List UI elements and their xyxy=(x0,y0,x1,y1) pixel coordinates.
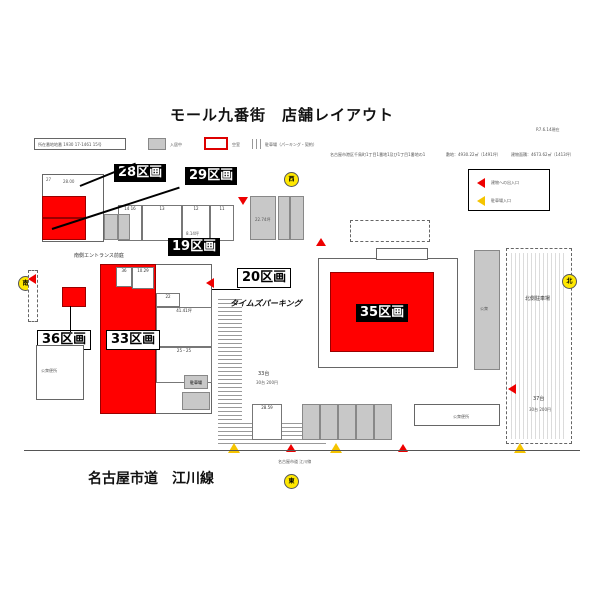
entrance-icon xyxy=(477,178,485,188)
unit-20-pointer xyxy=(210,289,240,290)
compass-west-icon: 西 xyxy=(284,172,299,187)
cell-1029-label: 10.29 xyxy=(137,268,149,273)
cell-28-area: 28.00 xyxy=(63,179,75,184)
area-note-1: 敷地：4930.22㎡（1491坪） xyxy=(446,152,501,157)
cell-block-12: 12 xyxy=(182,205,210,241)
cell-area-4141: 41.41坪 xyxy=(156,307,212,347)
entrance-label: 建物への出入口 xyxy=(491,180,519,185)
parking-33-sub: 30台 200円 xyxy=(256,380,278,385)
cell-14-label: 14 16 xyxy=(124,206,136,211)
unit-33-label: 33区画 xyxy=(106,330,161,350)
entrance-marker-2 xyxy=(316,238,326,246)
north-parking-lot: 北側駐車場 37台 30台 200円 xyxy=(506,248,572,444)
entrance-marker-5 xyxy=(286,444,296,452)
cell-v3 xyxy=(320,404,338,440)
page-title: モール九番街 店舗レイアウト xyxy=(170,106,395,124)
address-note: 名古屋市港区千鳥町1丁目1番地1及び1丁目1番地の1 xyxy=(330,152,426,157)
cell-2525-label: 25・25 xyxy=(176,348,192,353)
parking-37-label: 37台 xyxy=(533,396,545,402)
public-office: 公衆 xyxy=(480,306,488,311)
shop-cell: 駐車場 xyxy=(184,375,208,389)
legend-red-swatch xyxy=(204,137,228,150)
entrance-marker-1 xyxy=(238,197,248,205)
unit-19-label: 19区画 xyxy=(168,238,221,256)
times-parking-label: タイムズパーキング xyxy=(230,299,302,308)
garden-label: 南側エントランス前庭 xyxy=(74,253,124,259)
road-small-label: 名古屋市道 江川線 xyxy=(278,459,312,464)
cell-4141-label: 41.41坪 xyxy=(176,308,192,313)
unit-29-label: 29区画 xyxy=(185,167,238,185)
legend-dark-label: 駐車場（パーキング・契約） xyxy=(265,142,317,147)
north-lot-hatch xyxy=(511,253,567,439)
stair-block xyxy=(350,220,430,242)
shop-label: 駐車場 xyxy=(190,380,202,385)
cell-block-11: 11 xyxy=(210,205,234,241)
compass-north-icon: 北 xyxy=(562,274,577,289)
unit-36 xyxy=(62,287,86,307)
cell-12-label: 12 xyxy=(193,206,199,211)
cell-8-area: 8.14坪 xyxy=(186,231,199,236)
cell-v4 xyxy=(338,404,356,440)
entrance-marker-3 xyxy=(206,278,214,288)
entrance-marker-6 xyxy=(398,444,408,452)
compass-east-icon: 東 xyxy=(284,474,299,489)
cell-bottom-gray xyxy=(182,392,210,410)
road-name: 名古屋市道 江川線 xyxy=(88,471,214,487)
cell-22: 22 xyxy=(156,293,180,307)
cell-v5 xyxy=(356,404,374,440)
cell-36-label: 36 xyxy=(121,268,127,273)
header-info: 所在番地地番 1930 17-1461 15号 xyxy=(38,142,102,147)
east-building: 公衆 xyxy=(474,250,500,370)
west-lower-block: 公衆便所 xyxy=(36,345,84,400)
cell-v1-label: 28.59 xyxy=(261,405,273,410)
unit-28-upper xyxy=(42,196,86,218)
entrance-marker-4 xyxy=(508,384,516,394)
cell-9 xyxy=(104,214,118,240)
entrance-legend-box: 建物への出入口 駐車場入口 xyxy=(468,169,550,211)
area-note-2: 建物面積：4673.62㎡（1413坪） xyxy=(511,152,574,157)
cell-block-13: 13 xyxy=(142,205,182,241)
parking-entrance-label: 駐車場入口 xyxy=(491,198,511,203)
unit-28-label: 28区画 xyxy=(114,164,167,182)
cell-27: 27 xyxy=(46,177,52,182)
cell-11b-block xyxy=(290,196,304,240)
cell-area-1029: 10.29 xyxy=(132,267,154,289)
southeast-block: 公衆便所 xyxy=(414,404,500,426)
cell-13-block: 22.74坪 xyxy=(250,196,276,240)
cell-v6 xyxy=(374,404,392,440)
cell-12a-block xyxy=(278,196,290,240)
legend-red-label: 空室 xyxy=(232,142,240,147)
parking-entrance-marker-3 xyxy=(514,443,526,453)
unit-20-label: 20区画 xyxy=(237,268,292,288)
public-toilet-b: 公衆便所 xyxy=(453,414,469,419)
cell-v1: 28.59 xyxy=(252,404,282,440)
entrance-marker-7 xyxy=(28,274,36,284)
cell-11-label: 11 xyxy=(219,206,225,211)
parking-hatch-left xyxy=(218,298,242,444)
parking-entrance-marker-2 xyxy=(330,443,342,453)
header-info-box: 所在番地地番 1930 17-1461 15号 xyxy=(34,138,126,150)
road-edge xyxy=(24,450,580,451)
public-toilet-a: 公衆便所 xyxy=(41,368,57,373)
cell-13-area: 22.74坪 xyxy=(255,217,271,222)
electrical-room xyxy=(376,248,428,260)
legend-parking-swatch xyxy=(252,139,262,149)
unit-35-label: 35区画 xyxy=(356,304,409,322)
parking-33-label: 33台 xyxy=(258,371,270,377)
cell-13-label: 13 xyxy=(159,206,165,211)
legend-gray-label: 入居中 xyxy=(170,142,182,147)
date-note: R7.6.14現在 xyxy=(536,127,560,132)
cell-22-label: 22 xyxy=(165,294,171,299)
parking-37-sub: 30台 200円 xyxy=(529,407,551,412)
unit-36-pointer xyxy=(70,306,71,332)
cell-36-inner: 36 xyxy=(116,267,132,287)
north-lot-label: 北側駐車場 xyxy=(525,296,551,302)
cell-10 xyxy=(118,214,130,240)
cell-v2 xyxy=(302,404,320,440)
parking-entrance-marker-1 xyxy=(228,443,240,453)
parking-entrance-icon xyxy=(477,196,485,206)
west-walkway xyxy=(28,270,38,322)
unit-28-lower xyxy=(42,218,86,240)
legend-gray-swatch xyxy=(148,138,166,150)
